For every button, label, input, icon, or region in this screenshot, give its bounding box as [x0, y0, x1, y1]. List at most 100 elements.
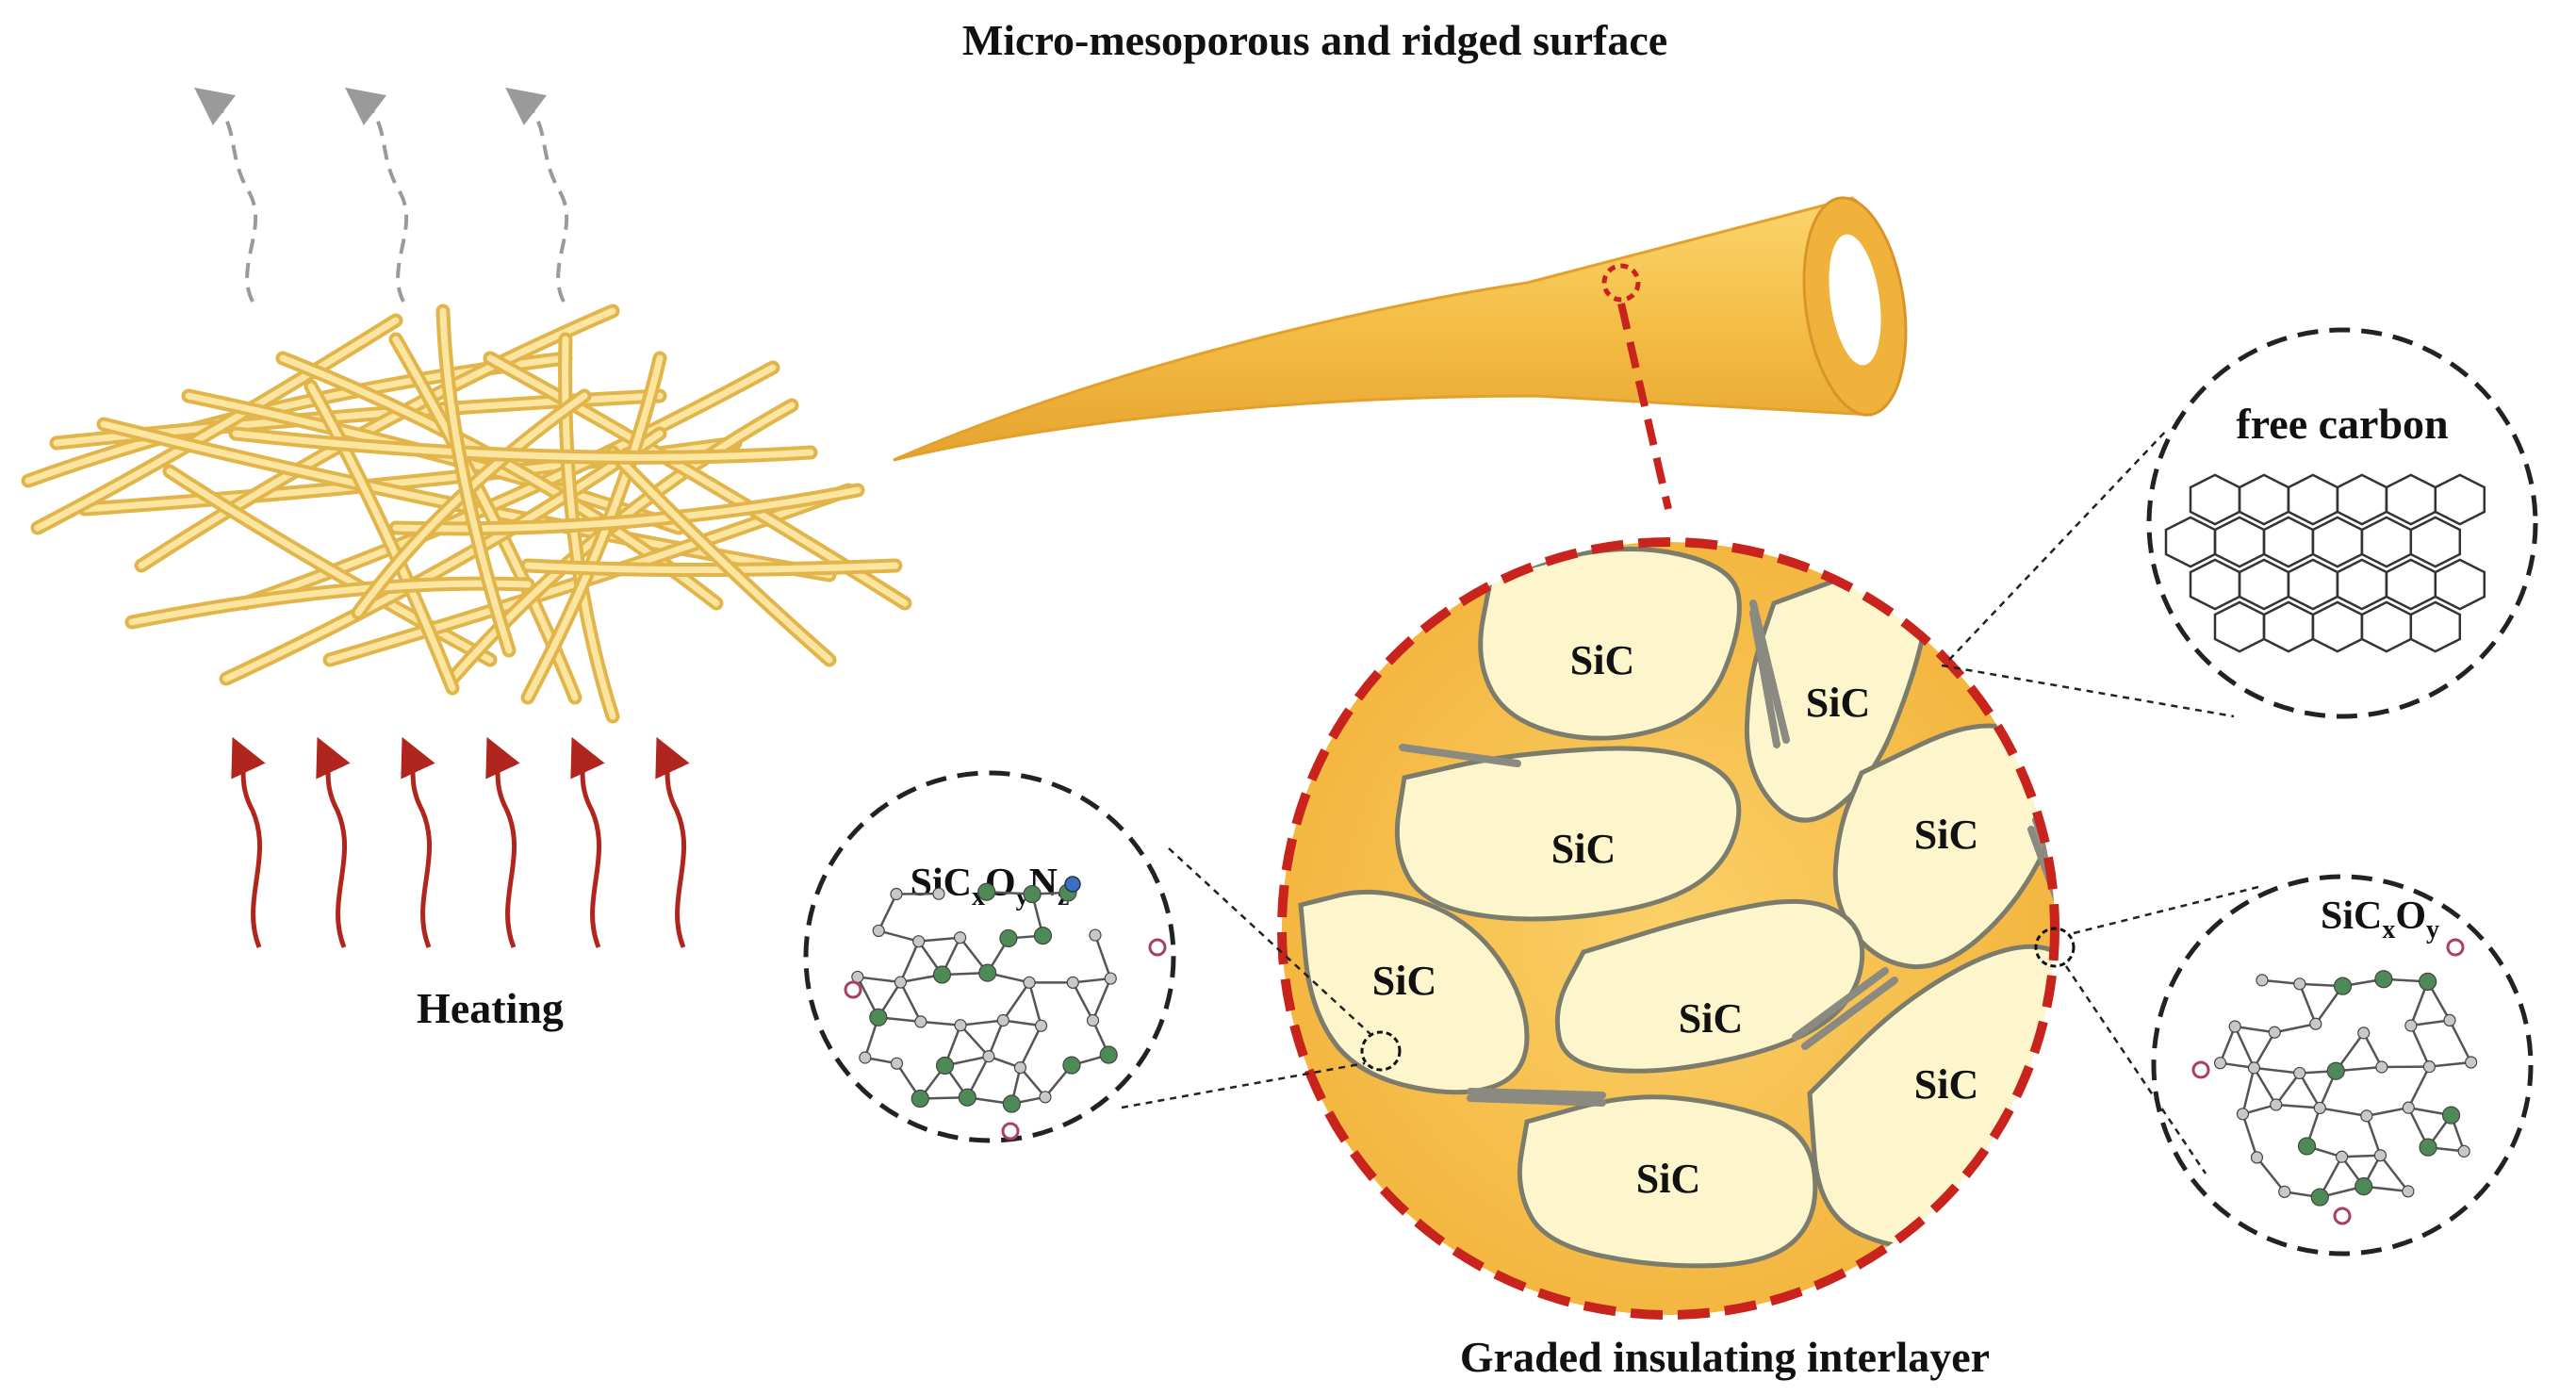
bond — [2298, 1072, 2322, 1109]
si-atom — [2419, 972, 2437, 992]
bond — [2234, 1026, 2256, 1069]
bond — [2273, 1023, 2317, 1034]
bond — [2448, 1019, 2472, 1063]
vapor-arrow — [505, 87, 569, 303]
c-atom — [2250, 1151, 2264, 1164]
fiber-strand-highlight — [354, 392, 588, 616]
free-carbon-label: free carbon — [2236, 400, 2448, 448]
sic-grain-label: SiC — [1914, 812, 1978, 858]
bond — [2274, 1072, 2301, 1106]
bond — [1093, 934, 1112, 979]
heat-arrow — [570, 736, 605, 948]
si-atom — [932, 965, 952, 984]
si-atom — [2354, 1177, 2373, 1196]
fiber-strand-highlight — [609, 449, 833, 664]
c-atom — [2402, 1101, 2415, 1114]
o-atom — [1148, 938, 1167, 957]
bond — [2254, 1066, 2300, 1075]
single-fiber — [893, 196, 1908, 510]
free-carbon-sliver — [1467, 1088, 1606, 1099]
c-atom — [1034, 1019, 1048, 1032]
fiber-hollow-core — [1829, 234, 1881, 366]
c-atom — [2247, 1061, 2261, 1075]
sample-spot-left — [1360, 1030, 1402, 1072]
c-atom — [2309, 1017, 2322, 1030]
c-atom — [1023, 976, 1036, 989]
graded-interlayer-label: Graded insulating interlayer — [1460, 1333, 1990, 1381]
si-atom — [1002, 1094, 1021, 1113]
si-atom — [978, 963, 997, 982]
c-atom — [954, 1019, 967, 1032]
si-atom — [2419, 1138, 2437, 1157]
bond — [1019, 1066, 1046, 1098]
bond — [920, 1020, 961, 1026]
c-atom — [2465, 1056, 2478, 1069]
bond — [1091, 977, 1112, 1022]
c-atom — [912, 935, 926, 948]
fiber-strand-highlight — [524, 562, 899, 573]
c-atom — [859, 1051, 872, 1064]
fiber-strand-highlight — [307, 383, 456, 692]
sicxoynz-network — [844, 876, 1167, 1141]
heat-arrow — [316, 736, 351, 948]
c-atom — [2270, 1098, 2283, 1111]
sic-grain-label: SiC — [1570, 637, 1634, 683]
bond — [2253, 1067, 2277, 1106]
c-atom — [2256, 974, 2269, 987]
sicxoy-network — [2191, 938, 2478, 1225]
fiber-strand-highlight — [241, 364, 777, 607]
fiber-strand-highlight — [138, 307, 616, 569]
fiber-strand-highlight — [128, 580, 532, 626]
bond — [2366, 1106, 2409, 1118]
o-atom — [2333, 1207, 2352, 1225]
bond — [899, 981, 922, 1023]
sicxoy-inset: SiCxOy — [2064, 874, 2534, 1256]
c-atom — [2213, 1057, 2227, 1070]
si-atom — [999, 928, 1018, 948]
bond — [2261, 978, 2300, 986]
heat-arrow — [231, 736, 266, 948]
graphene-lattice — [2164, 473, 2486, 653]
c-atom — [2228, 1020, 2241, 1033]
free-carbon-sliver — [1792, 967, 1889, 1041]
c-atom — [954, 931, 967, 944]
bond — [2219, 1026, 2237, 1064]
c-atom — [2268, 1026, 2281, 1039]
free-carbon-sliver — [1749, 609, 1780, 748]
fiber-strand-highlight — [439, 307, 513, 654]
bond — [918, 936, 960, 943]
sicxoynz-inset: SiCxOyNz — [803, 770, 1372, 1143]
si-atom — [977, 882, 996, 901]
diagram-title: Micro-mesoporous and ridged surface — [962, 16, 1667, 64]
c-atom — [894, 976, 908, 989]
n-atom — [1064, 876, 1081, 893]
bond — [2341, 1154, 2381, 1158]
c-atom — [1039, 1091, 1052, 1104]
bond — [2241, 1067, 2256, 1115]
bond — [2379, 1154, 2409, 1192]
graphene-ring — [2409, 516, 2462, 568]
bond — [2253, 1031, 2276, 1069]
c-atom — [2278, 1185, 2291, 1198]
sic-grain-label: SiC — [1914, 1061, 1978, 1108]
si-atom — [1033, 927, 1053, 945]
vapor-arrows — [194, 87, 569, 303]
c-atom — [982, 1050, 995, 1063]
o-atom — [1001, 1122, 1020, 1141]
bond — [2234, 1025, 2275, 1034]
c-atom — [1104, 972, 1117, 985]
bond — [2320, 1107, 2368, 1118]
bond — [2429, 1060, 2471, 1068]
si-atom — [1099, 1045, 1118, 1064]
bond — [2298, 983, 2317, 1025]
bond — [960, 1019, 1004, 1026]
c-atom — [2457, 1144, 2470, 1158]
sic-grain: SiC — [1517, 1094, 1818, 1269]
bond — [1027, 981, 1042, 1026]
si-atom — [935, 1056, 955, 1076]
free-carbon-sliver — [1467, 1094, 1606, 1107]
c-atom — [914, 1015, 927, 1028]
bond — [878, 893, 898, 931]
